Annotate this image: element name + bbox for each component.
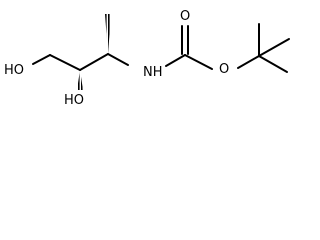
hashed-wedge-c3-methyl	[105, 14, 111, 54]
ester-oxygen-label: O	[219, 62, 229, 77]
hydroxyl-label-left: HO	[4, 63, 24, 78]
bond-cq-me-right	[258, 38, 290, 57]
carbonyl-oxygen-label: O	[180, 9, 190, 24]
boc-aminobutanediol-structure: HO HO NH O O	[4, 9, 290, 108]
bond-o-cq	[237, 55, 260, 69]
bond-o1-c1	[32, 54, 51, 65]
bond-c1-c2	[49, 54, 81, 71]
hashed-wedge-c2-oh	[77, 70, 83, 90]
bond-c2-c3	[79, 53, 109, 71]
bond-n-c4	[165, 54, 186, 67]
hydroxyl-label-bottom: HO	[64, 93, 84, 108]
nitrogen-label: NH	[143, 65, 163, 80]
bond-cq-me-down	[258, 55, 288, 73]
bond-c3-n	[107, 53, 129, 66]
bond-c4-o-ester	[184, 54, 213, 70]
